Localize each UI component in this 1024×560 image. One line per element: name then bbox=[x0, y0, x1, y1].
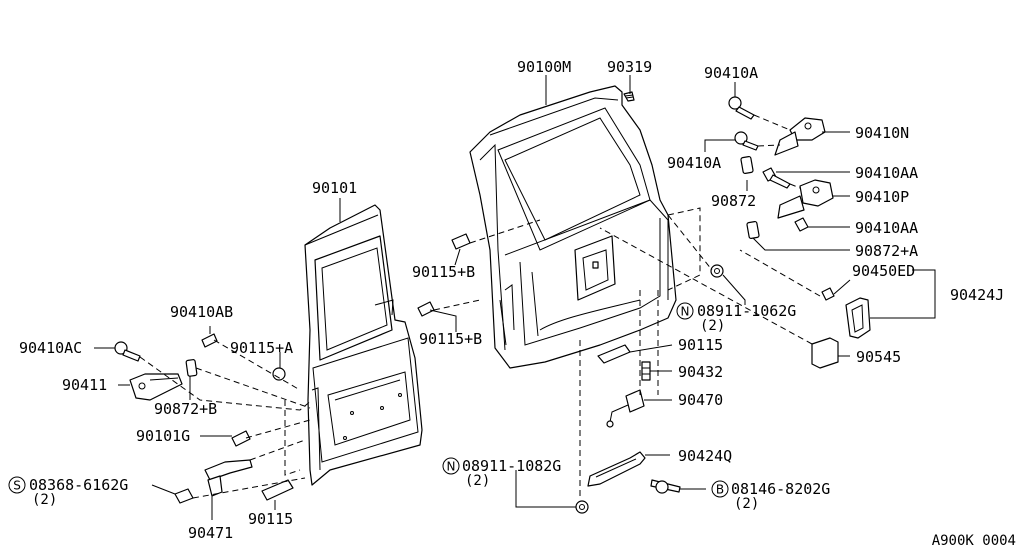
part-08146-8202G-bolt bbox=[650, 479, 681, 494]
part-90872 bbox=[740, 155, 754, 175]
door-right bbox=[469, 85, 677, 369]
part-90410A-top bbox=[728, 96, 755, 120]
label-90872A: 90872+A bbox=[855, 242, 918, 260]
part-90115A-plug bbox=[272, 367, 286, 381]
s-circle-6162g bbox=[8, 476, 26, 494]
part-90115-bottom-pad bbox=[261, 479, 294, 501]
s-symbol-6162g: S bbox=[13, 479, 21, 493]
label-90410A-top: 90410A bbox=[704, 64, 758, 82]
label-90450ED: 90450ED bbox=[852, 262, 915, 280]
part-90410AC-bolt bbox=[114, 341, 141, 362]
part-90424Q-handle bbox=[587, 451, 646, 487]
label-90115A: 90115+A bbox=[230, 339, 293, 357]
label-90101: 90101 bbox=[312, 179, 357, 197]
door-left bbox=[304, 204, 423, 486]
b-circle-8202g bbox=[711, 480, 729, 498]
label-08368-6162G-qty: (2) bbox=[32, 492, 57, 508]
label-08146-8202G: 08146-8202G bbox=[731, 480, 830, 498]
label-90410N: 90410N bbox=[855, 124, 909, 142]
label-90410AA-2: 90410AA bbox=[855, 219, 918, 237]
label-90115-bottom: 90115 bbox=[248, 510, 293, 528]
part-90410A-mid bbox=[734, 131, 759, 151]
leader-lines bbox=[94, 75, 936, 520]
label-08911-1082G: 08911-1082G bbox=[462, 457, 561, 475]
part-08368-6162G-bolt bbox=[174, 488, 194, 504]
label-08911-1062G-qty: (2) bbox=[700, 318, 725, 334]
part-90470-lock bbox=[606, 389, 645, 428]
part-90545-pad bbox=[811, 337, 839, 369]
part-90319 bbox=[623, 91, 635, 102]
label-90872: 90872 bbox=[711, 192, 756, 210]
part-labels: 90100M 90319 90410A 90410N 90410A 90410A… bbox=[19, 58, 1004, 542]
label-08911-1082G-qty: (2) bbox=[465, 473, 490, 489]
part-90115-right-pad bbox=[597, 344, 631, 364]
label-90319: 90319 bbox=[607, 58, 652, 76]
part-90450ED-clip bbox=[821, 287, 835, 301]
label-90470: 90470 bbox=[678, 391, 723, 409]
label-90100M: 90100M bbox=[517, 58, 571, 76]
part-90410N-hinge bbox=[774, 117, 826, 156]
label-08368-6162G: 08368-6162G bbox=[29, 476, 128, 494]
label-90410AC: 90410AC bbox=[19, 339, 82, 357]
label-90101G: 90101G bbox=[136, 427, 190, 445]
label-90410AB: 90410AB bbox=[170, 303, 233, 321]
part-90872A bbox=[746, 220, 760, 240]
label-90432: 90432 bbox=[678, 363, 723, 381]
part-90115B-upper bbox=[451, 233, 471, 250]
part-90432-clip bbox=[641, 361, 651, 381]
b-symbol-8202g: B bbox=[716, 483, 724, 497]
diagram-code: A900K 0004 bbox=[932, 533, 1016, 549]
label-90410P: 90410P bbox=[855, 188, 909, 206]
label-08146-8202G-qty: (2) bbox=[734, 496, 759, 512]
part-08911-1082G-nut bbox=[575, 500, 589, 514]
label-08911-1062G: 08911-1062G bbox=[697, 302, 796, 320]
part-90410AA-1 bbox=[762, 167, 791, 189]
label-90410AA-1: 90410AA bbox=[855, 164, 918, 182]
label-90115B-2: 90115+B bbox=[419, 330, 482, 348]
n-symbol-1062g: N bbox=[681, 305, 690, 319]
n-circle-1062g bbox=[676, 302, 694, 320]
label-90872B-left: 90872+B bbox=[154, 400, 217, 418]
part-90471-check bbox=[204, 459, 253, 497]
part-08911-1062G-nut bbox=[710, 264, 724, 278]
part-90410AA-2 bbox=[794, 217, 809, 232]
label-90471: 90471 bbox=[188, 524, 233, 542]
label-90545: 90545 bbox=[856, 348, 901, 366]
part-90411-hinge bbox=[129, 373, 183, 401]
part-90872B-left bbox=[185, 359, 198, 377]
part-90410AB-bolt bbox=[201, 333, 218, 348]
label-90410A-mid: 90410A bbox=[667, 154, 721, 172]
label-90115B-1: 90115+B bbox=[412, 263, 475, 281]
n-circle-1082g bbox=[442, 457, 460, 475]
dashed-lines bbox=[139, 114, 821, 500]
part-90424J-handle bbox=[845, 297, 871, 339]
label-90424J: 90424J bbox=[950, 286, 1004, 304]
callout-symbols: N N S B bbox=[8, 302, 729, 498]
label-90411: 90411 bbox=[62, 376, 107, 394]
part-90101G-bolt bbox=[231, 430, 251, 447]
part-90410P-hinge bbox=[777, 179, 834, 219]
label-90424Q: 90424Q bbox=[678, 447, 732, 465]
label-90115-right: 90115 bbox=[678, 336, 723, 354]
n-symbol-1082g: N bbox=[447, 460, 456, 474]
part-90115B-lower bbox=[417, 301, 435, 317]
